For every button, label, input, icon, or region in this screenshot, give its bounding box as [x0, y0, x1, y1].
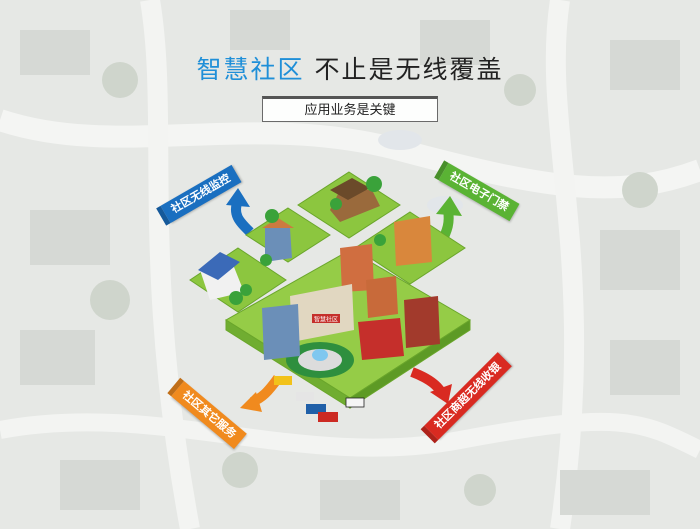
- subtitle-box: 应用业务是关键: [262, 96, 438, 122]
- title-main: 不止是无线覆盖: [314, 55, 504, 84]
- title-highlight: 智慧社区: [196, 55, 305, 84]
- page-title: 智慧社区 不止是无线覆盖: [0, 50, 700, 86]
- building-sign: 智慧社区: [314, 316, 338, 324]
